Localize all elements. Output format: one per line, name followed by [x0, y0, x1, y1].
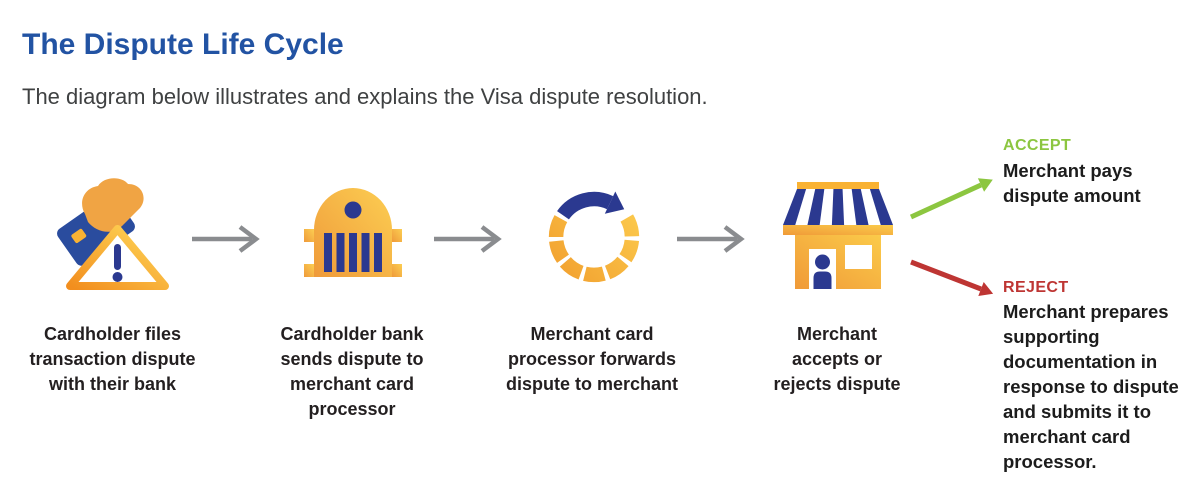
card-dispute-icon [30, 176, 175, 296]
cycle-arrowhead [604, 191, 625, 214]
bank-icon [297, 185, 409, 288]
step-label-cardholder-files: Cardholder files transaction dispute wit… [29, 324, 196, 394]
store-ridge [797, 182, 879, 189]
exclamation-dot [112, 272, 123, 282]
page-title: The Dispute Life Cycle [22, 28, 344, 61]
accept-arrow-icon [908, 170, 1003, 225]
cycle-arrow-icon [538, 179, 650, 295]
flow-arrow-icon [190, 224, 270, 254]
store-window [845, 245, 872, 269]
step-label-cardholder-bank: Cardholder bank sends dispute to merchan… [280, 324, 424, 419]
exclamation-bar [114, 244, 121, 270]
step-label-merchant-decides: Merchant accepts or rejects dispute [773, 324, 901, 394]
reject-heading: REJECT [1003, 279, 1069, 296]
hand [82, 178, 144, 232]
flow-arrow-icon [675, 224, 755, 254]
accept-text: Merchant pays dispute amount [1003, 160, 1141, 206]
cycle-segments [548, 214, 640, 283]
merchant-person-head [815, 254, 830, 270]
awning-stripes [783, 189, 893, 225]
reject-text: Merchant prepares supporting documentati… [1003, 301, 1179, 472]
bank-dome-dot [344, 201, 362, 219]
page-subtitle: The diagram below illustrates and explai… [22, 84, 708, 109]
flow-arrow-icon [432, 224, 512, 254]
reject-arrow-icon [908, 255, 1003, 310]
merchant-person-body [813, 271, 832, 289]
accept-heading: ACCEPT [1003, 137, 1072, 154]
cycle-blue-arc [557, 191, 614, 220]
bank-columns [324, 233, 382, 272]
storefront-icon [773, 181, 903, 293]
bank-building [314, 188, 392, 277]
step-label-processor-forwards: Merchant card processor forwards dispute… [505, 324, 679, 394]
awning-fascia [783, 225, 893, 235]
